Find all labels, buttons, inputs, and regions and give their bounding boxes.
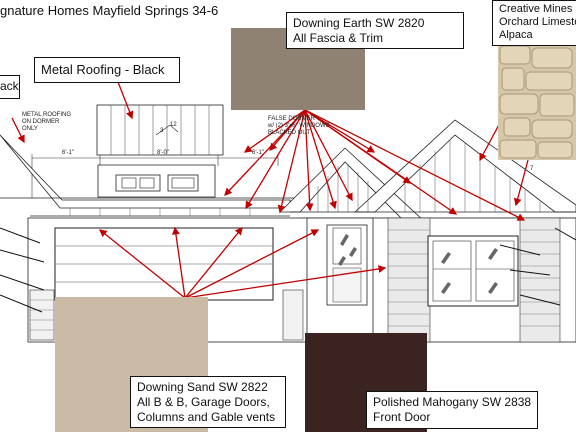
note-line: ON DORMER	[22, 119, 60, 125]
dimension-label: 6'-1"	[252, 150, 264, 156]
callout-text: Polished Mahogany SW 2838	[373, 395, 532, 409]
dimension-label: 6'-1"	[62, 150, 74, 156]
creative-mines-callout: Creative Mines C Orchard Limesto Alpaca	[492, 0, 576, 46]
callout-text: Orchard Limesto	[499, 16, 576, 28]
downing-earth-callout: Downing Earth SW 2820 All Fascia & Trim	[286, 12, 464, 49]
page-title: gnature Homes Mayfield Springs 34-6	[0, 3, 219, 18]
callout-text: Creative Mines C	[499, 3, 576, 15]
black-leaders	[0, 227, 576, 313]
mahogany-callout: Polished Mahogany SW 2838 Front Door	[366, 391, 538, 429]
callout-text: All Fascia & Trim	[293, 31, 384, 45]
callout-text: ack	[0, 79, 19, 93]
stone-areas	[29, 217, 561, 343]
note-line: FALSE DORMER	[268, 116, 316, 122]
metal-dormer	[96, 104, 224, 156]
stone-swatch	[498, 44, 576, 160]
dimension-label: 8'-0"	[157, 150, 169, 156]
false-dormer	[97, 164, 216, 198]
downing-sand-callout: Downing Sand SW 2822 All B & B, Garage D…	[130, 376, 286, 428]
callout-text: Front Door	[373, 410, 431, 424]
callout-text: Metal Roofing - Black	[41, 62, 165, 77]
dimension-lines	[31, 154, 279, 198]
garage-door	[54, 227, 274, 301]
metal-dormer-note: METAL ROOFING ON DORMER ONLY	[22, 112, 71, 133]
pitch-label: 3	[160, 128, 164, 134]
false-dormer-note: FALSE DORMER w/ (2) 3'x6" WINDOWS BLACKE…	[268, 116, 330, 137]
callout-text: Downing Sand SW 2822	[137, 380, 268, 394]
gable-roof	[279, 119, 576, 223]
callout-text: Alpaca	[499, 29, 533, 41]
pitch-label: 12	[170, 122, 177, 128]
note-line: BLACKED OUT	[268, 130, 311, 136]
stone-texture	[499, 45, 575, 159]
callout-text: Columns and Gable vents	[137, 410, 276, 424]
note-line: ONLY	[22, 126, 38, 132]
note-line: METAL ROOFING	[22, 112, 72, 118]
note-line: w/ (2) 3'x6" WINDOWS	[268, 123, 330, 129]
callout-text: Downing Earth SW 2820	[293, 16, 425, 30]
callout-text: All B & B, Garage Doors,	[137, 395, 270, 409]
pitch-label: 7	[530, 166, 534, 172]
metal-roofing-callout: Metal Roofing - Black	[34, 57, 180, 83]
left-partial-callout: ack	[0, 75, 20, 99]
front-windows	[427, 235, 519, 307]
